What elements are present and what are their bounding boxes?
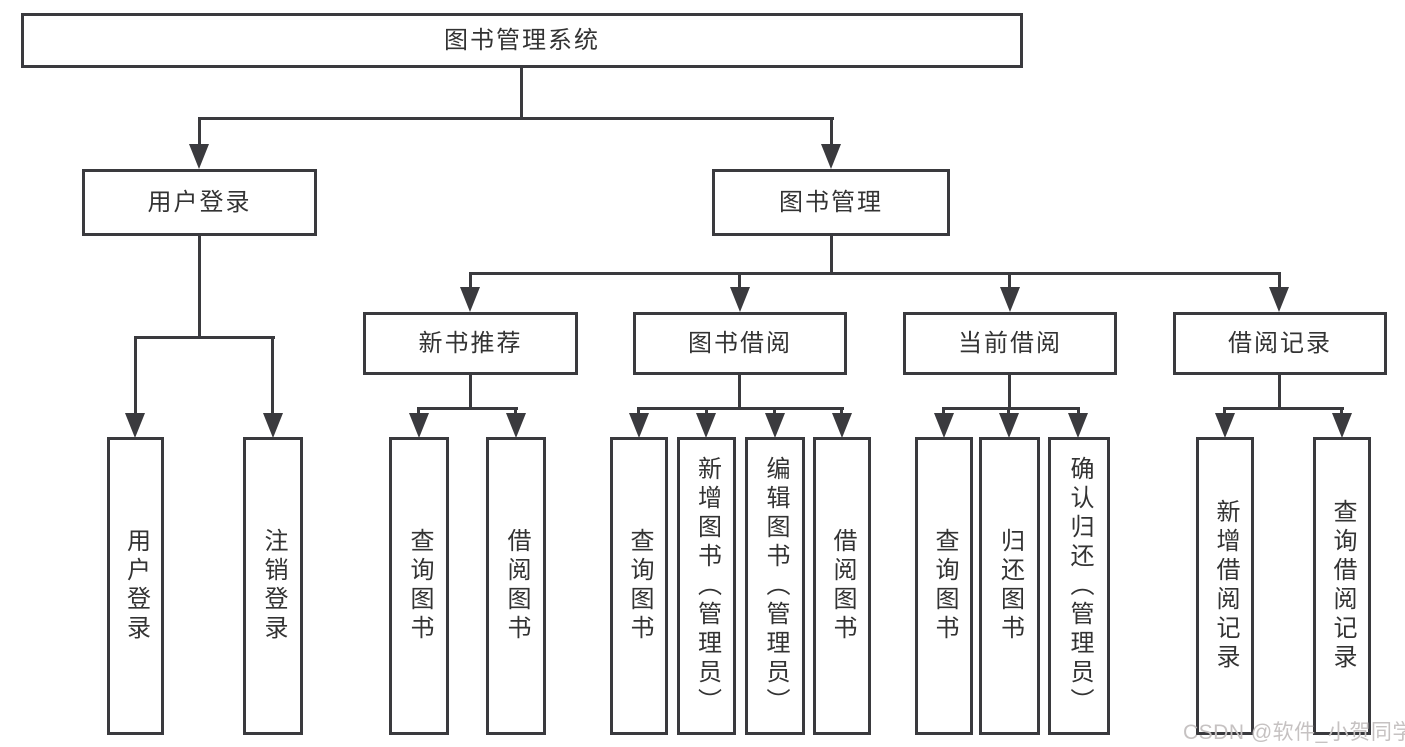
- leaf-logout: 注销登录: [243, 437, 303, 735]
- leaf-label: 注销登录: [260, 528, 287, 644]
- leaf-label: 借阅图书: [503, 528, 530, 644]
- arrow-down-icon: [765, 413, 785, 438]
- connector-line: [198, 117, 834, 120]
- node-label: 借阅记录: [1228, 329, 1332, 357]
- arrow-down-icon: [730, 287, 750, 312]
- leaf-label: 查询图书: [931, 528, 958, 644]
- connector-line: [1007, 407, 1010, 416]
- leaf-label: 确认归还（管理员）: [1066, 455, 1093, 717]
- node-label: 新书推荐: [418, 329, 523, 357]
- node-label: 图书管理: [779, 188, 883, 216]
- arrow-down-icon: [832, 413, 852, 438]
- arrow-down-icon: [189, 144, 209, 169]
- connector-line: [1077, 407, 1080, 416]
- connector-line: [738, 272, 741, 290]
- node-book-management: 图书管理: [712, 169, 950, 236]
- connector-line: [469, 374, 472, 407]
- leaf-edit-books-admin: 编辑图书（管理员）: [745, 437, 805, 735]
- connector-line: [1223, 407, 1344, 410]
- leaf-confirm-return-admin: 确认归还（管理员）: [1048, 437, 1110, 735]
- leaf-borrow-books-borrowing: 借阅图书: [813, 437, 871, 735]
- node-book-borrowing: 图书借阅: [633, 312, 847, 375]
- connector-line: [1340, 407, 1343, 416]
- arrow-down-icon: [1269, 287, 1289, 312]
- leaf-label: 借阅图书: [829, 528, 856, 644]
- arrow-down-icon: [460, 287, 480, 312]
- leaf-label: 查询图书: [406, 528, 433, 644]
- arrow-down-icon: [409, 413, 429, 438]
- connector-line: [705, 407, 708, 416]
- arrow-down-icon: [125, 413, 145, 438]
- leaf-label: 编辑图书（管理员）: [762, 455, 789, 717]
- arrow-down-icon: [1068, 413, 1088, 438]
- connector-line: [1223, 407, 1226, 416]
- leaf-add-books-admin: 新增图书（管理员）: [677, 437, 736, 735]
- connector-line: [738, 374, 741, 407]
- connector-line: [840, 407, 843, 416]
- connector-line: [942, 407, 1080, 410]
- connector-line: [198, 236, 201, 336]
- connector-line: [637, 407, 640, 416]
- connector-line: [1278, 272, 1281, 290]
- arrow-down-icon: [506, 413, 526, 438]
- leaf-query-books-current: 查询图书: [915, 437, 973, 735]
- node-library-management-system: 图书管理系统: [21, 13, 1023, 68]
- node-current-borrowing: 当前借阅: [903, 312, 1117, 375]
- connector-line: [830, 236, 833, 272]
- connector-line: [198, 117, 201, 147]
- connector-line: [773, 407, 776, 416]
- leaf-label: 新增借阅记录: [1212, 499, 1239, 673]
- watermark: CSDN @软件_小贺同学: [1183, 721, 1405, 744]
- arrow-down-icon: [629, 413, 649, 438]
- leaf-label: 查询借阅记录: [1329, 499, 1356, 673]
- arrow-down-icon: [821, 144, 841, 169]
- arrow-down-icon: [934, 413, 954, 438]
- leaf-label: 归还图书: [996, 528, 1024, 644]
- leaf-label: 查询图书: [626, 528, 653, 644]
- connector-line: [134, 336, 275, 339]
- leaf-add-borrow-record: 新增借阅记录: [1196, 437, 1254, 735]
- node-label: 图书管理系统: [444, 26, 600, 54]
- leaf-label: 用户登录: [122, 528, 150, 644]
- connector-line: [520, 68, 523, 117]
- connector-line: [417, 407, 518, 410]
- node-user-login: 用户登录: [82, 169, 317, 236]
- arrow-down-icon: [1000, 287, 1020, 312]
- node-label: 图书借阅: [688, 329, 792, 357]
- arrow-down-icon: [1215, 413, 1235, 438]
- node-label: 用户登录: [147, 188, 252, 216]
- node-label: 当前借阅: [958, 329, 1062, 357]
- connector-line: [469, 272, 1281, 275]
- connector-line: [271, 336, 274, 415]
- leaf-query-books-borrowing: 查询图书: [610, 437, 668, 735]
- leaf-borrow-books-recommend: 借阅图书: [486, 437, 546, 735]
- leaf-return-books: 归还图书: [979, 437, 1040, 735]
- connector-line: [1008, 272, 1011, 290]
- arrow-down-icon: [263, 413, 283, 438]
- arrow-down-icon: [999, 413, 1019, 438]
- arrow-down-icon: [1332, 413, 1352, 438]
- connector-line: [134, 336, 137, 415]
- node-new-book-recommendation: 新书推荐: [363, 312, 578, 375]
- connector-line: [514, 407, 517, 416]
- connector-line: [417, 407, 420, 416]
- connector-line: [1278, 374, 1281, 407]
- leaf-user-login: 用户登录: [107, 437, 164, 735]
- node-borrowing-records: 借阅记录: [1173, 312, 1387, 375]
- connector-line: [637, 407, 844, 410]
- connector-line: [830, 117, 833, 147]
- leaf-label: 新增图书（管理员）: [693, 455, 721, 717]
- connector-line: [1008, 374, 1011, 407]
- connector-line: [942, 407, 945, 416]
- leaf-query-borrow-record: 查询借阅记录: [1313, 437, 1371, 735]
- arrow-down-icon: [696, 413, 716, 438]
- leaf-query-books-recommend: 查询图书: [389, 437, 449, 735]
- connector-line: [469, 272, 472, 290]
